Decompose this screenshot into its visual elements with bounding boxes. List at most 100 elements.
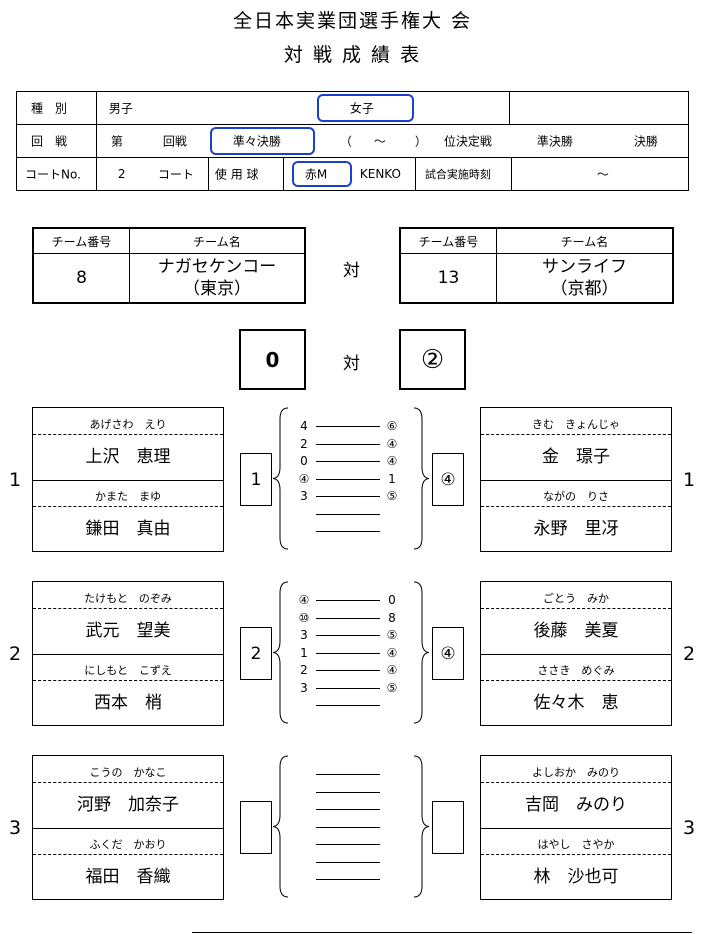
team-left-pref: （東京） [183,279,251,299]
game-line [316,652,380,654]
game-row [296,765,406,783]
vs-label: 対 [343,261,360,281]
game-right-points: ⑤ [386,489,398,503]
game-right-points: ④ [386,663,398,677]
game-right-points: ④ [386,454,398,468]
player-kana: ながの りさ [481,480,671,507]
match-number: 2 [683,643,696,665]
court-word: コート [157,167,194,182]
player-divider [33,828,223,829]
player-kana: はやし さやか [481,828,671,855]
player-name: 後藤 美夏 [533,621,619,641]
match-info-table: 種 別 男子 女子 回 戦 第 回戦 準々決勝 （ ～ ） 位決定戦 準決勝 決… [16,91,690,191]
game-line [316,513,380,515]
team-left-number: 8 [34,254,130,302]
game-line [316,809,380,810]
team-left-box: チーム番号 チーム名 8 ナガセケンコー （東京） [32,227,306,304]
player-divider [481,828,671,829]
team-right-number: 13 [401,254,497,302]
team-left-name: ナガセケンコー [157,257,277,277]
game-left-points: ⑩ [298,610,310,625]
game-line [316,670,380,671]
player-name: 福田 香織 [85,867,171,887]
game-row [296,853,406,871]
game-line [316,478,380,480]
game-row [296,522,406,540]
game-line [316,861,380,863]
round-kaisen: 回戦 [162,134,187,149]
game-left-points: 2 [300,663,308,677]
player-kana: たけもと のぞみ [33,582,223,609]
game-left-points: 2 [300,436,308,451]
left-brace [272,581,289,724]
game-left-points: 0 [300,454,308,468]
game-row [296,505,406,523]
team-right-box: チーム番号 チーム名 13 サンライフ （京都） [399,227,674,304]
team-name-header: チーム名 [193,234,241,249]
player-kana: よしおか みのり [481,756,671,783]
player-box-left: たけもと のぞみ武元 望美にしもと こずえ西本 梢 [32,581,224,726]
game-row [296,835,406,853]
right-brace [413,407,430,550]
player-name: 吉岡 みのり [525,795,627,815]
team-no-header: チーム番号 [401,229,497,253]
category-label: 種 別 [31,101,68,116]
game-right-points: ⑤ [386,628,398,642]
time-value: ～ [596,167,609,182]
round-final: 決勝 [633,134,658,149]
player-name: 佐々木 恵 [533,693,619,713]
game-left-points: 4 [300,419,308,433]
player-divider [33,654,223,655]
game-line [316,635,380,636]
ball-kenko: KENKO [359,167,401,181]
player-kana: ささき めぐみ [481,654,671,681]
player-divider [481,654,671,655]
player-name: 鎌田 真由 [85,519,171,539]
time-label: 試合実施時刻 [424,168,491,181]
selected-oval [291,161,352,187]
game-line [316,826,380,828]
game-row [296,818,406,836]
team-right-score: ② [399,329,466,390]
match-left-score [240,801,272,854]
match-left-score: 1 [240,453,272,506]
match-number: 3 [683,817,696,839]
round-quarterfinal: 準々決勝 [232,134,281,149]
game-left-points: 3 [300,680,308,695]
game-left-points: 3 [300,489,308,503]
player-kana: こうの かなこ [33,756,223,783]
game-line [316,461,380,462]
match-number: 2 [9,643,22,665]
player-box-right: ごとう みか後藤 美夏ささき めぐみ佐々木 恵 [480,581,672,726]
round-label: 回 戦 [31,134,68,149]
team-left-score: 0 [239,329,306,390]
game-line [316,426,380,427]
left-brace [272,407,289,550]
player-name: 林 沙也可 [533,867,619,887]
player-kana: にしもと こずえ [33,654,223,681]
match-number: 3 [9,817,22,839]
game-line [316,705,380,706]
game-row [296,696,406,714]
game-line [316,617,380,619]
match-right-score [432,801,464,854]
team-right-name: サンライフ [542,257,627,277]
game-right-points: 0 [388,593,396,607]
round-paren-open: （ [339,134,352,149]
game-row [296,870,406,888]
game-line [316,600,380,601]
team-right-pref: （京都） [550,279,619,299]
match-number: 1 [683,469,696,491]
right-brace [413,581,430,724]
game-line [316,443,380,445]
